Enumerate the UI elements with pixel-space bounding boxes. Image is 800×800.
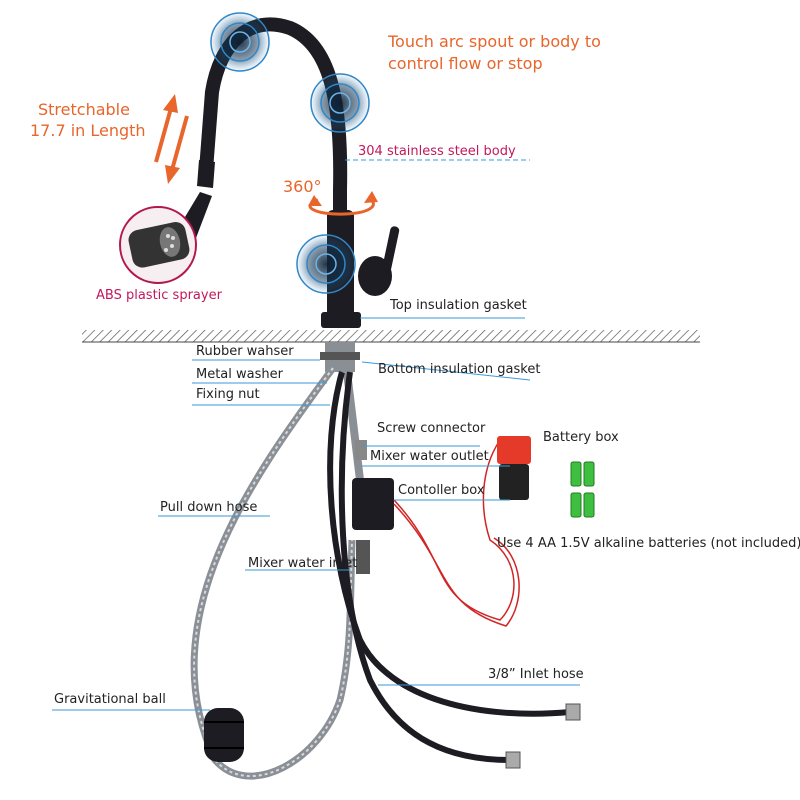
label-inlet-hose: 3/8” Inlet hose <box>488 667 584 682</box>
rotation-arrow-icon <box>308 191 378 216</box>
touch-callout-line1: Touch arc spout or body to <box>388 32 601 51</box>
stretch-callout-line1: Stretchable <box>38 100 130 119</box>
mixer-inlet <box>356 540 370 574</box>
screw-connector <box>355 440 367 460</box>
label-pull-down-hose: Pull down hose <box>160 500 258 515</box>
controller-box <box>352 478 394 530</box>
countertop <box>82 330 700 342</box>
label-battery-box: Battery box <box>543 430 619 445</box>
battery-box-icon <box>497 436 531 500</box>
touch-zone-spout-mid <box>310 73 370 133</box>
label-top-gasket: Top insulation gasket <box>390 298 527 313</box>
pull-down-hose <box>190 365 356 780</box>
label-stainless-body: 304 stainless steel body <box>358 144 516 159</box>
faucet-base <box>321 312 361 328</box>
label-abs-sprayer: ABS plastic sprayer <box>96 288 222 303</box>
label-batteries-note: Use 4 AA 1.5V alkaline batteries (not in… <box>497 536 800 551</box>
gravitational-ball <box>204 708 244 762</box>
battery-cells-icon <box>570 461 595 518</box>
label-metal-washer: Metal washer <box>196 367 283 382</box>
inlet-hose-2 <box>338 371 511 763</box>
stretch-arrows-icon <box>154 94 189 184</box>
fixing-nut <box>320 352 360 360</box>
label-rubber-washer: Rubber wahser <box>196 344 294 359</box>
leader-lines <box>52 159 580 711</box>
sprayer-head <box>197 160 215 188</box>
inlet-hose-fitting-1 <box>565 703 581 721</box>
label-screw-connector: Screw connector <box>377 421 486 436</box>
stretch-callout-line2: 17.7 in Length <box>30 121 146 140</box>
label-bottom-gasket: Bottom insulation gasket <box>378 362 541 377</box>
label-gravitational-ball: Gravitational ball <box>54 692 166 707</box>
label-controller-box: Contoller box <box>398 483 485 498</box>
label-mixer-inlet: Mixer water inlet <box>248 556 358 571</box>
sprayer-zoom <box>119 192 212 284</box>
label-fixing-nut: Fixing nut <box>196 387 260 402</box>
inlet-hose-fitting-2 <box>505 751 521 769</box>
touch-zone-body <box>296 234 356 294</box>
touch-callout-line2: control flow or stop <box>388 54 543 73</box>
label-mixer-outlet: Mixer water outlet <box>370 449 489 464</box>
rotation-label: 360° <box>283 177 322 196</box>
touch-zone-spout-top <box>210 12 270 72</box>
handle-lever <box>379 226 400 284</box>
